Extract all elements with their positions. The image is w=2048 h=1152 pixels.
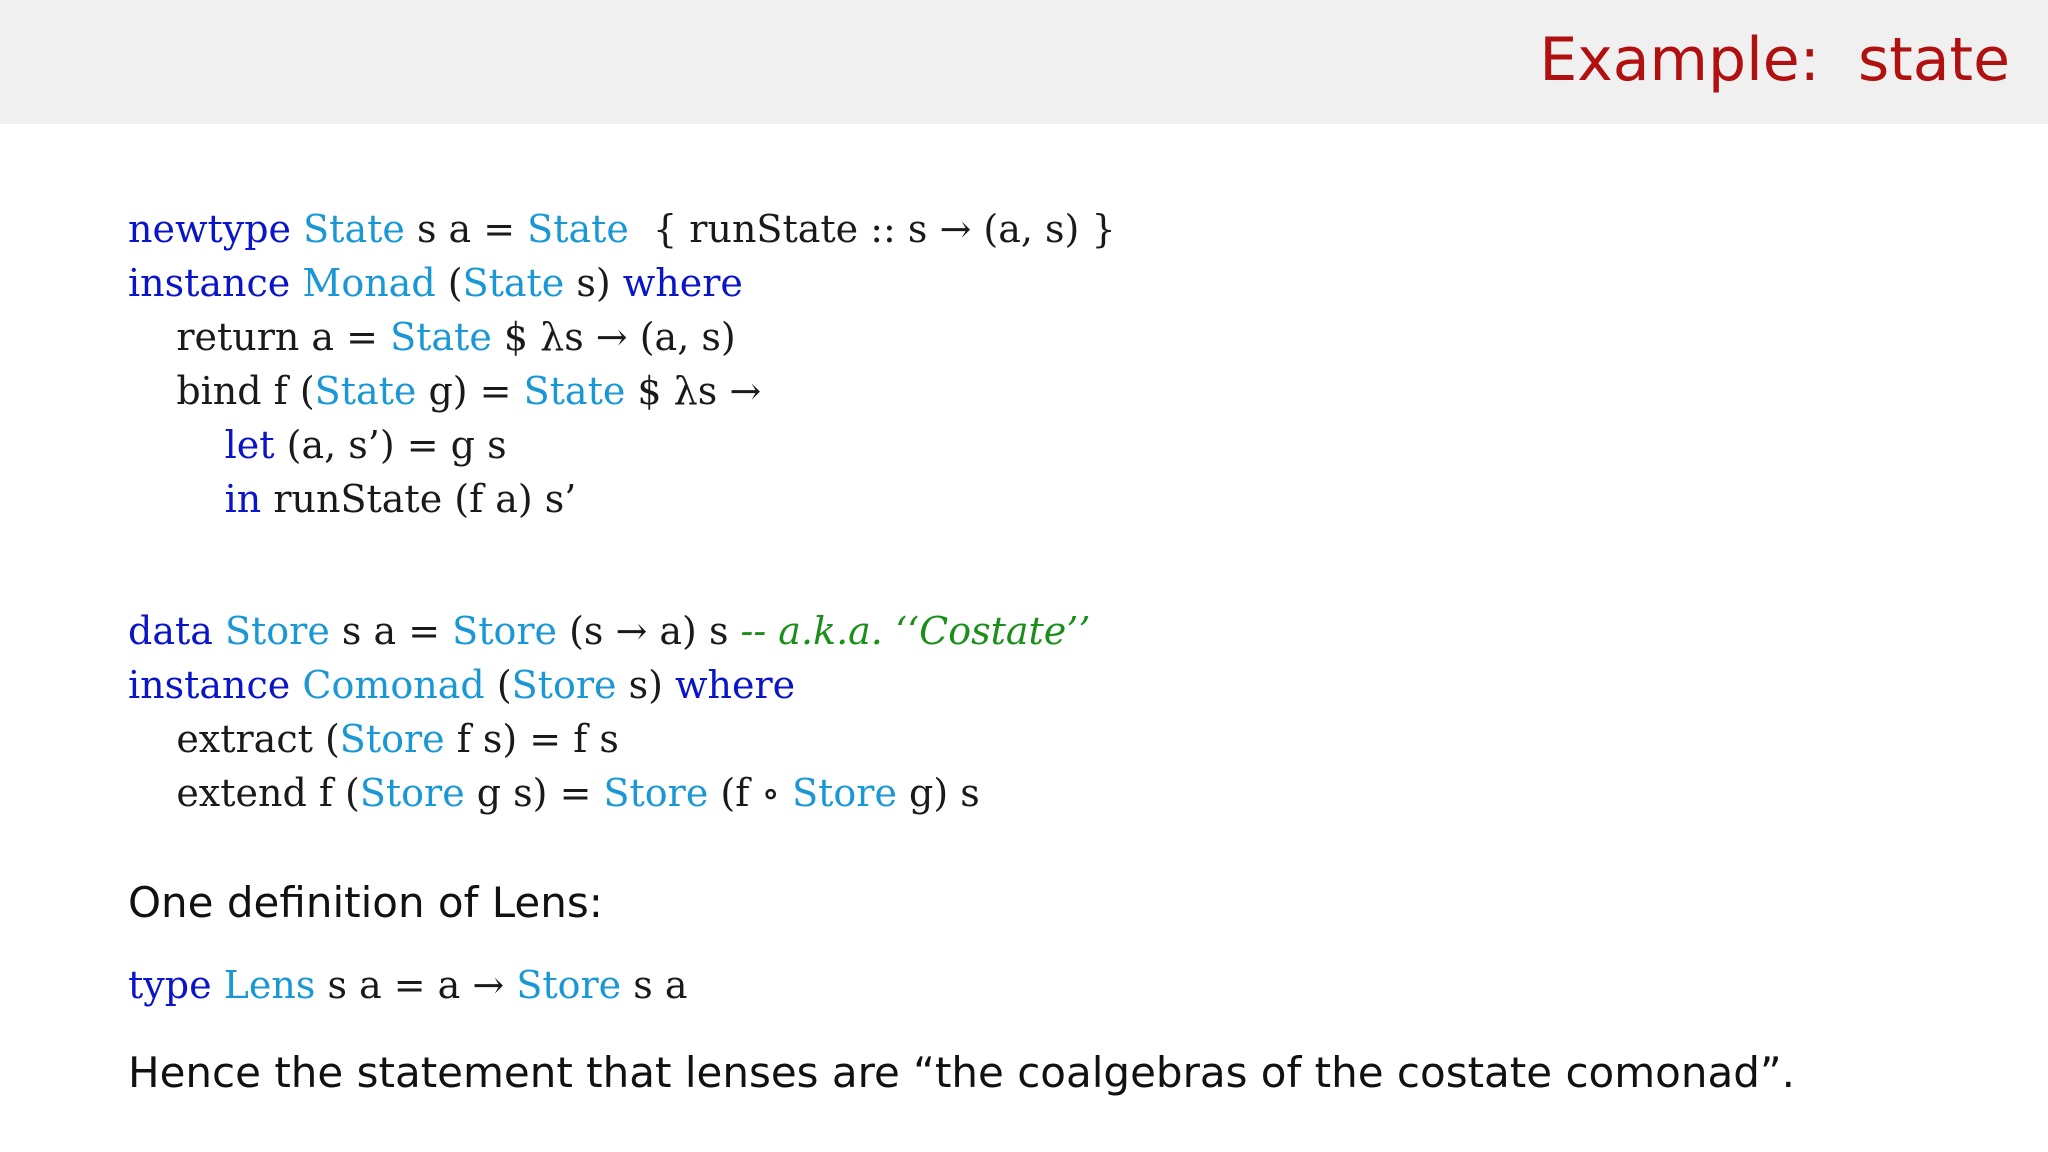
code-text: (s → a) s [557,609,741,653]
code-type-name: Store [339,717,445,761]
code-type-name: Store [511,663,617,707]
code-type-name: Store [516,963,622,1007]
code-text [128,477,225,521]
code-type-name: State [390,315,492,359]
code-type-name: State [314,369,417,413]
code-text: $ λs → (a, s) [491,315,736,359]
code-keyword: type [128,963,212,1007]
code-comment: -- a.k.a. ‘‘Costate’’ [740,609,1091,653]
code-text [212,963,224,1007]
code-text: f s) = f s [444,717,619,761]
code-keyword: where [674,663,796,707]
code-text: g) = [416,369,524,413]
code-text: s a = [329,609,453,653]
code-type-name: Monad [302,261,436,305]
code-keyword: data [128,609,213,653]
code-text: runState (f a) s’ [261,477,577,521]
code-type-name: Store [603,771,709,815]
code-text: extend f ( [128,771,360,815]
code-text [291,207,303,251]
code-type-name: Lens [223,963,316,1007]
code-text: s a = [404,207,528,251]
code-text: g) s [896,771,980,815]
code-type-name: Store [359,771,465,815]
code-line: let (a, s’) = g s [128,418,1116,472]
code-type-name: State [527,207,629,251]
code-text: (a, s’) = g s [274,423,507,467]
code-type-name: Store [452,609,557,653]
lens-code-block: type Lens s a = a → Store s a [128,958,688,1012]
code-keyword: instance [128,261,291,305]
code-keyword: newtype [128,207,292,251]
code-line: return a = State $ λs → (a, s) [128,310,1116,364]
code-type-name: State [462,261,565,305]
code-line: instance Monad (State s) where [128,256,1116,310]
code-text: ( [484,663,512,707]
code-line: extract (Store f s) = f s [128,712,1090,766]
code-text: s) [564,261,623,305]
slide-header: Example: state [0,0,2048,124]
code-text: { runState :: s → (a, s) } [628,207,1116,251]
store-code-block: data Store s a = Store (s → a) s -- a.k.… [128,604,1090,820]
code-line: newtype State s a = State { runState :: … [128,202,1116,256]
code-text: $ λs → [625,369,762,413]
code-line: bind f (State g) = State $ λs → [128,364,1116,418]
code-text [213,609,225,653]
state-code-block: newtype State s a = State { runState :: … [128,202,1116,526]
code-type-name: Store [225,609,330,653]
code-line: instance Comonad (Store s) where [128,658,1090,712]
code-keyword: where [622,261,743,305]
code-keyword: in [224,477,262,521]
code-text: s a [621,963,688,1007]
code-text: s) [616,663,675,707]
code-type-name: State [303,207,405,251]
lens-intro-text: One definition of Lens: [128,878,603,927]
code-type-name: Store [792,771,897,815]
code-keyword: instance [128,663,291,707]
code-text: extract ( [128,717,340,761]
code-line: in runState (f a) s’ [128,472,1116,526]
code-line: type Lens s a = a → Store s a [128,958,688,1012]
code-text: bind f ( [128,369,315,413]
code-text: (f ∘ [708,771,793,815]
code-type-name: State [523,369,626,413]
code-text [290,261,302,305]
code-keyword: let [224,423,275,467]
code-text: s a = a → [315,963,517,1007]
conclusion-text: Hence the statement that lenses are “the… [128,1048,1795,1097]
code-text [128,423,225,467]
code-line: data Store s a = Store (s → a) s -- a.k.… [128,604,1090,658]
code-type-name: Comonad [302,663,485,707]
slide-title: Example: state [1539,25,2010,95]
code-text [290,663,302,707]
code-text: ( [435,261,463,305]
code-line: extend f (Store g s) = Store (f ∘ Store … [128,766,1090,820]
code-text: return a = [128,315,391,359]
code-text: g s) = [464,771,604,815]
